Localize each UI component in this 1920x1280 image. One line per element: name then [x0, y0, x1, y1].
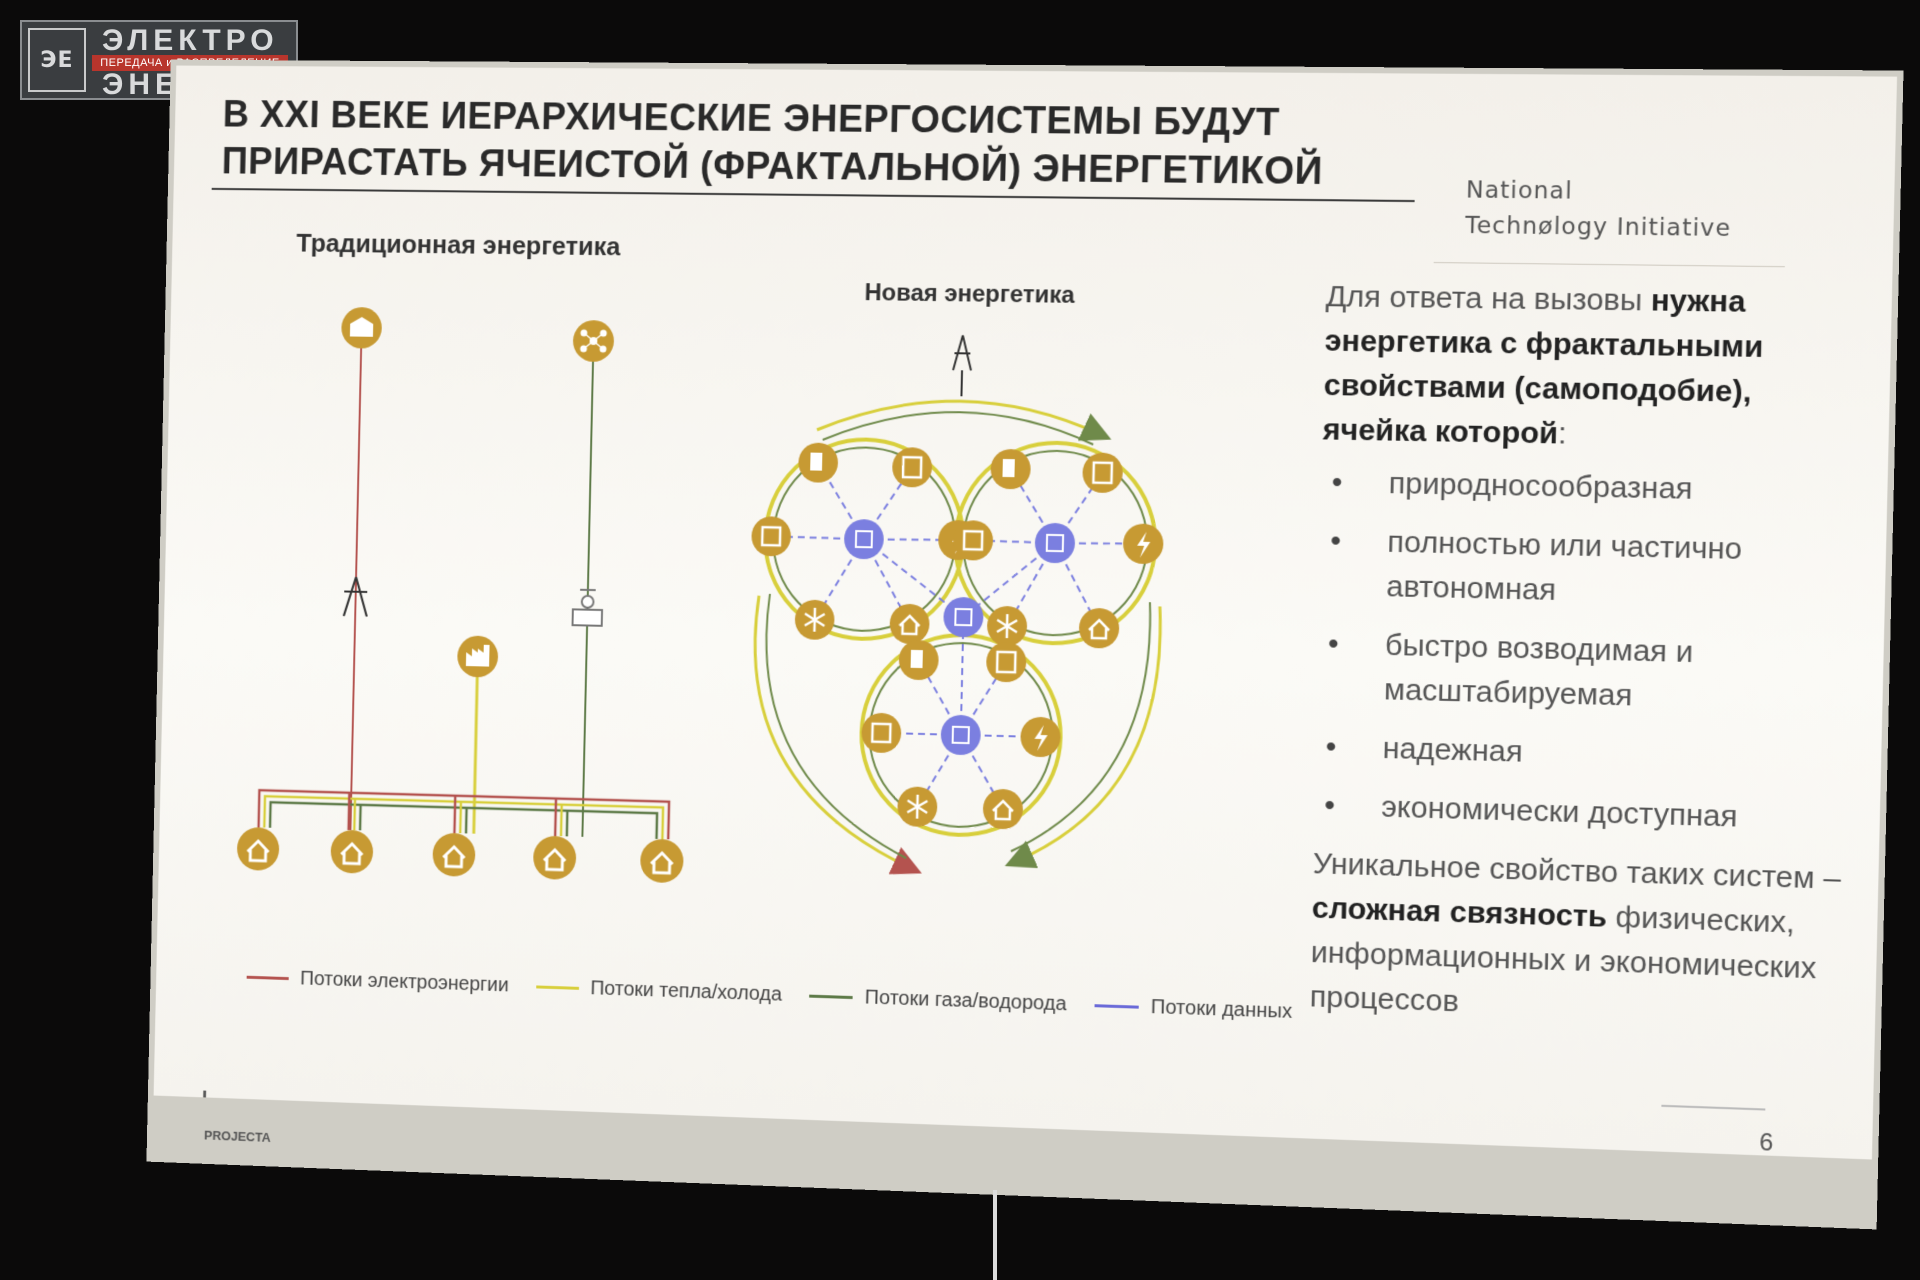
intro-plain: Для ответа на вызовы [1325, 279, 1652, 318]
fuel-station-icon [798, 442, 839, 483]
power-plant-icon [340, 306, 383, 349]
fuel-station-icon [898, 639, 940, 681]
bullet-item: полностью или частично автономная [1319, 519, 1857, 620]
heater-icon [952, 520, 994, 561]
transmission-tower-icon [952, 335, 971, 396]
cell-nodes [751, 442, 1164, 830]
cell-b [953, 441, 1158, 645]
right-text-block: Для ответа на вызовы нужна энергетика с … [1309, 275, 1863, 1038]
snowflake-icon [897, 786, 938, 828]
legend-label: Потоки данных [1150, 996, 1293, 1023]
data-hub-icon [1034, 522, 1076, 564]
house-icon [330, 829, 374, 874]
fuel-station-icon [991, 448, 1030, 489]
bullet-item: надежная [1315, 725, 1852, 784]
intro-paragraph: Для ответа на вызовы нужна энергетика с … [1322, 275, 1863, 462]
house-icon [236, 826, 280, 872]
house-icons [236, 826, 684, 884]
legend-swatch-electricity [246, 975, 289, 981]
bullet-list: природносообразная полностью или частичн… [1314, 461, 1859, 843]
projection-screen: В XXI ВЕКЕ ИЕРАРХИЧЕСКИЕ ЭНЕРГОСИСТЕМЫ Б… [146, 60, 1903, 1230]
legend-swatch-data [1094, 1004, 1139, 1009]
cell-a [763, 438, 967, 641]
gas-valve-icon [573, 590, 603, 626]
unique-bold: сложная связность [1311, 891, 1608, 934]
snowflake-icon [794, 599, 835, 641]
projector-brand: PROJECTA [203, 1127, 271, 1145]
bullet-item: природносообразная [1321, 461, 1858, 516]
intro-end: : [1557, 416, 1568, 451]
traditional-diagram [236, 306, 684, 884]
bullet-item: экономически доступная [1314, 783, 1851, 843]
gas-network-icon [572, 319, 615, 363]
unique-paragraph: Уникальное свойство таких систем – сложн… [1309, 842, 1849, 1038]
footer-rule [267, 1100, 307, 1105]
energy-diagram [154, 66, 1897, 1160]
page-number: 6 [1759, 1128, 1774, 1157]
house-icon [532, 835, 577, 881]
central-hub-icon [943, 596, 984, 638]
legend-swatch-heat [535, 985, 579, 990]
snowflake-icon [987, 606, 1027, 647]
house-icon [983, 789, 1023, 830]
storage-icon [986, 642, 1026, 683]
slide: В XXI ВЕКЕ ИЕРАРХИЧЕСКИЕ ЭНЕРГОСИСТЕМЫ Б… [154, 66, 1897, 1160]
heater-icon [751, 516, 792, 557]
house-icon [1078, 607, 1120, 649]
logo-mark: ЭЕ [28, 28, 86, 92]
lightning-icon [1122, 523, 1164, 565]
screen-stand [993, 1190, 997, 1280]
house-icon [889, 603, 930, 645]
footer-plus-mark: + [192, 1079, 217, 1124]
house-icon [432, 832, 476, 878]
logo-line1: ЭЛЕКТРО [102, 24, 279, 57]
data-hub-icon [843, 518, 885, 560]
storage-icon [891, 447, 933, 488]
heater-icon [861, 712, 902, 754]
lightning-icon [1020, 716, 1061, 758]
factory-icon [456, 635, 499, 678]
bullet-item: быстро возводимая и масштабируемая [1316, 622, 1854, 724]
data-hub-icon [940, 714, 982, 756]
storage-icon [1082, 452, 1124, 494]
unique-plain1: Уникальное свойство таких систем – [1312, 847, 1842, 897]
fractal-diagram [744, 332, 1168, 875]
legend-swatch-gas [809, 994, 853, 1000]
cell-c [859, 615, 1063, 838]
house-icon [639, 838, 684, 884]
